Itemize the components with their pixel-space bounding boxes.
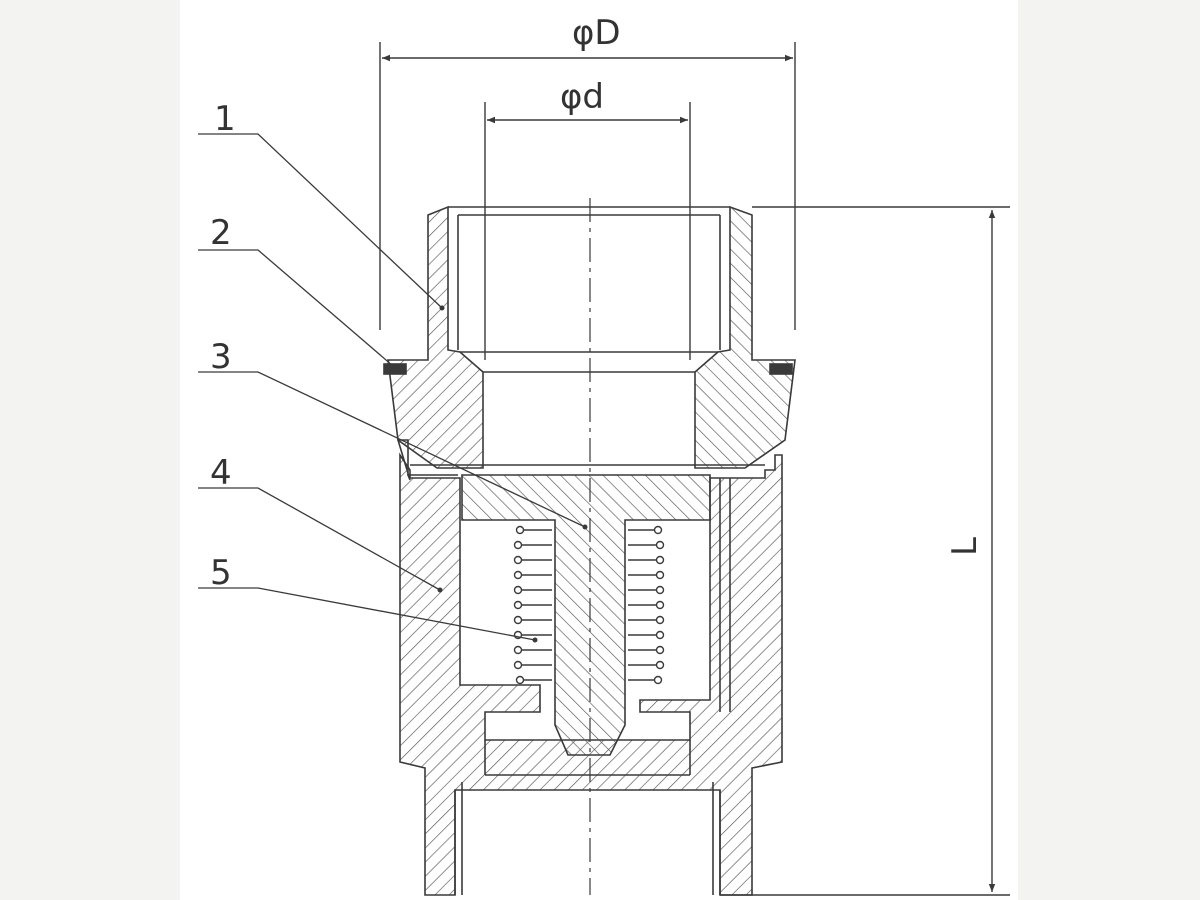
part-number-1: 1 — [214, 99, 236, 139]
dimension-outer-diameter — [379, 42, 796, 330]
part-4-valve-body — [396, 439, 783, 896]
leader-5 — [198, 587, 536, 641]
part-number-4: 4 — [210, 453, 232, 493]
dimension-length — [720, 206, 1010, 896]
outer-diameter-label: φD — [572, 13, 621, 53]
leader-4 — [198, 487, 441, 591]
part-1-upper-connector — [387, 205, 796, 469]
length-label: L — [945, 537, 985, 556]
part-number-5: 5 — [210, 553, 232, 593]
leader-2 — [198, 249, 401, 373]
leader-3 — [198, 371, 586, 528]
part-3-valve-disc — [461, 474, 711, 756]
part-2-seal-ring — [383, 363, 793, 375]
leader-1 — [198, 133, 443, 309]
leader-lines — [198, 133, 586, 641]
part-number-3: 3 — [210, 337, 232, 377]
part-5-spring — [513, 525, 665, 685]
inner-diameter-label: φd — [560, 77, 605, 117]
dimension-inner-diameter — [484, 102, 691, 360]
part-number-2: 2 — [210, 213, 232, 253]
